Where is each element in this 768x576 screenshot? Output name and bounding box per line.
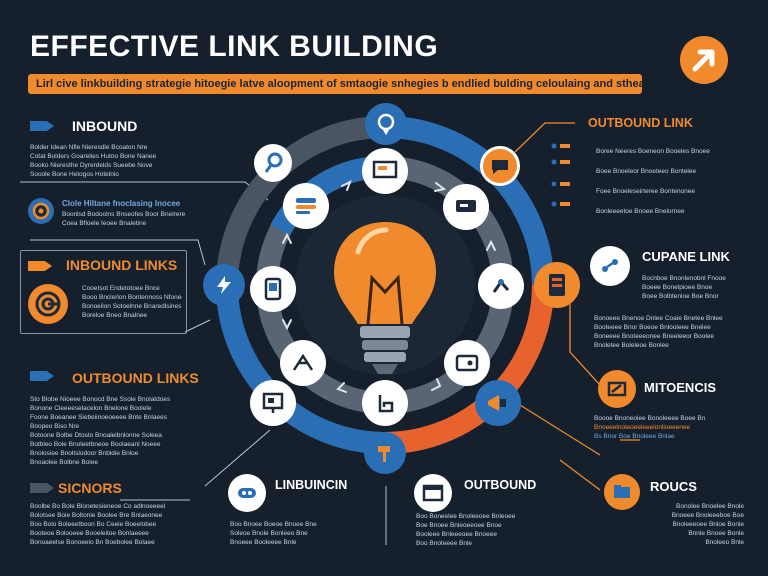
chevron-right-icon xyxy=(30,483,54,493)
inbound-links-card xyxy=(20,250,187,334)
chevron-right-icon xyxy=(30,121,54,131)
caption-title: Clole Hiltane fnoclasing Inocee xyxy=(62,199,181,208)
message-icon xyxy=(443,184,489,230)
linbuincin-title: LINBUINCIN xyxy=(275,478,348,492)
share-icon xyxy=(478,263,524,309)
mobile-phone-icon xyxy=(250,266,296,312)
card-icon xyxy=(444,340,490,386)
cycle-arrow-icon xyxy=(282,232,292,244)
login-icon xyxy=(362,380,408,426)
subtitle-banner: Lirl cive linkbuilding strategie hitoegi… xyxy=(28,74,642,94)
hammer-icon xyxy=(364,432,406,474)
folder-icon xyxy=(604,474,640,510)
arrow-up-right-icon xyxy=(680,36,728,84)
cycle-arrow-icon xyxy=(486,239,496,251)
chat-bubble-icon xyxy=(480,146,520,186)
cycle-arrow-icon xyxy=(336,382,347,393)
inbound-title: INBOUND xyxy=(72,118,138,134)
monitor-icon xyxy=(362,148,408,194)
window-icon xyxy=(414,474,452,512)
document-stack-icon xyxy=(283,183,329,229)
server-icon xyxy=(534,262,580,308)
outbound-links-text: Sto Blobe Nioeee Bonocd Bne Ssole Bnolat… xyxy=(30,396,171,430)
cycle-arrow-icon xyxy=(434,182,447,192)
page-title: EFFECTIVE LINK BUILDING xyxy=(30,30,439,63)
cycle-arrow-icon xyxy=(431,378,442,391)
outbound-links-title: OUTBOUND LINKS xyxy=(72,370,199,386)
chat-link-icon xyxy=(228,474,266,512)
presentation-board-icon xyxy=(250,380,296,426)
cupane-link-title: CUPANE LINK xyxy=(642,249,730,264)
network-icon xyxy=(280,340,326,386)
mitoencis-title: MITOENCIS xyxy=(644,380,716,395)
lightning-icon xyxy=(203,264,245,306)
location-pin-icon xyxy=(365,103,407,145)
cycle-arrow-icon xyxy=(282,319,292,331)
euro-target-icon xyxy=(28,284,68,324)
outbound-link-title: OUTBOUND LINK xyxy=(588,116,693,130)
chevron-right-icon xyxy=(30,371,54,381)
chevron-right-icon xyxy=(28,261,52,271)
link-share-icon xyxy=(590,246,630,286)
lightbulb-icon xyxy=(328,218,442,378)
megaphone-icon xyxy=(475,380,521,426)
sicnors-title: SICNORS xyxy=(58,480,122,496)
link-chain-icon xyxy=(254,144,292,182)
roucs-title: ROUCS xyxy=(650,479,697,494)
cycle-arrow-icon xyxy=(341,179,352,191)
target-icon xyxy=(28,198,54,224)
bullet-markers xyxy=(551,143,570,207)
inbound-links-title: INBOUND LINKS xyxy=(66,257,178,273)
sicnors-text: Boolbe Bo Bole Blonetesieneoe Co adlnoee… xyxy=(30,503,166,546)
gauge-icon xyxy=(598,370,636,408)
outbound-links-text-2: Botoone Bolbe Dtosto Bnoaleibnlonne Sole… xyxy=(30,432,162,466)
outbound-title: OUTBOUND xyxy=(464,478,537,492)
